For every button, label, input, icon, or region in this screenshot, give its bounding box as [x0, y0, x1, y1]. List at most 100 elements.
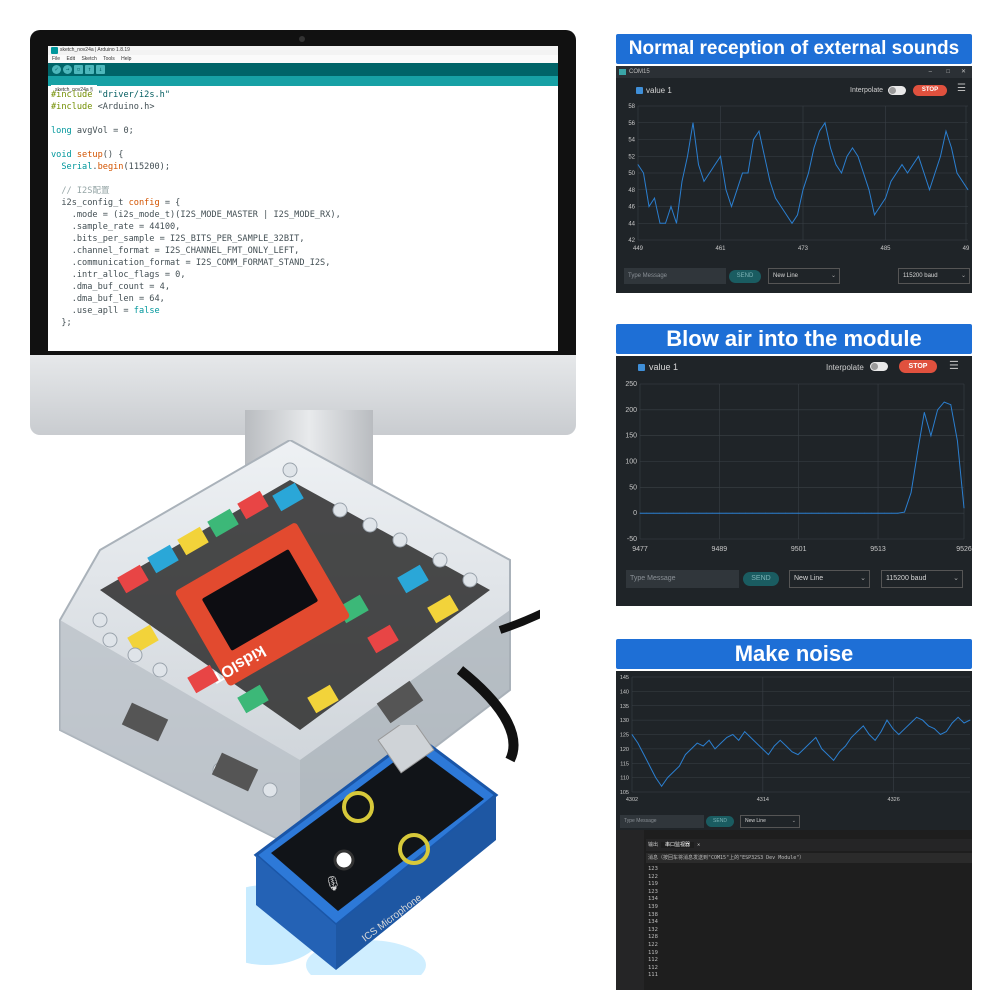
line-ending-select[interactable]: New Line⌄ — [789, 570, 870, 588]
stop-button[interactable]: STOP — [913, 85, 947, 96]
sketch-tab[interactable]: sketch_nov24a § — [51, 85, 97, 95]
code-line: i2s_config_t config = { — [51, 197, 558, 209]
interpolate-label: Interpolate — [826, 363, 864, 372]
code-line: }; — [51, 317, 558, 329]
x-tick-label: 485 — [880, 246, 891, 252]
data-point — [736, 189, 738, 191]
tab-output[interactable]: 输出 — [648, 842, 659, 848]
code-token: setup — [76, 150, 103, 160]
interpolate-toggle[interactable] — [888, 86, 906, 95]
new-icon[interactable]: ▫ — [74, 65, 83, 74]
data-point — [819, 130, 820, 132]
minimize-icon[interactable]: – — [928, 69, 932, 75]
interpolate-toggle[interactable] — [870, 362, 888, 371]
upload-icon[interactable]: → — [63, 65, 72, 74]
data-point — [771, 512, 773, 514]
code-token: () { — [102, 150, 124, 160]
data-point — [666, 512, 667, 514]
code-token: .bits_per_sample = I2S_BITS_PER_SAMPLE_3… — [51, 234, 305, 244]
rj11-port — [121, 702, 169, 742]
data-point — [712, 512, 714, 514]
data-point — [967, 189, 969, 191]
code-token: Serial — [61, 162, 93, 172]
save-icon[interactable]: ↓ — [96, 65, 105, 74]
data-point — [714, 748, 716, 750]
x-tick-label: 9513 — [870, 546, 886, 553]
data-point — [765, 512, 766, 514]
data-point — [929, 189, 930, 191]
code-token — [51, 138, 56, 148]
y-tick-label: -50 — [627, 536, 637, 543]
code-line: .dma_buf_count = 4, — [51, 281, 558, 293]
code-token: avgVol = 0; — [76, 126, 134, 136]
baud-select[interactable]: 115200 baud⌄ — [881, 570, 963, 588]
menu-icon[interactable]: ☰ — [957, 83, 966, 94]
rj11-connector — [377, 725, 435, 774]
send-button[interactable]: SEND — [729, 270, 761, 283]
data-point — [714, 164, 716, 165]
code-token: (115200); — [123, 162, 171, 172]
close-icon[interactable]: ✕ — [960, 69, 966, 75]
message-input[interactable]: Type Message — [624, 268, 726, 284]
data-point — [731, 206, 732, 207]
code-token: begin — [97, 162, 124, 172]
data-point — [910, 492, 912, 493]
data-point — [886, 719, 888, 721]
code-line: .communication_format = I2S_COMM_FORMAT_… — [51, 257, 558, 269]
data-point — [786, 214, 787, 216]
stop-button[interactable]: STOP — [899, 360, 937, 373]
serial-output-line: 112 — [648, 964, 658, 971]
open-icon[interactable]: ↑ — [85, 65, 94, 74]
message-input[interactable]: Type Message — [626, 570, 739, 588]
y-tick-label: 250 — [625, 381, 637, 388]
send-button[interactable]: SEND — [743, 572, 779, 586]
series-checkbox[interactable] — [638, 364, 645, 371]
ide-titlebar: sketch_nov24a | Arduino 1.8.19 — [48, 46, 558, 55]
ide-title: sketch_nov24a | Arduino 1.8.19 — [60, 47, 130, 53]
stud-ring — [398, 833, 430, 865]
ide-side-panel — [616, 830, 644, 990]
serial-input-hint[interactable]: 消息（按回车将消息发送到"COM15"上的"ESP32S3 Dev Module… — [646, 853, 972, 863]
menu-edit[interactable]: Edit — [66, 56, 76, 62]
x-tick-label: 9526 — [956, 546, 972, 553]
series-checkbox-label: value 1 — [649, 362, 679, 372]
x-tick-label: 9501 — [791, 546, 807, 553]
close-icon[interactable]: ✕ — [697, 842, 701, 848]
tab-serial-monitor[interactable]: 串口监视器 — [661, 842, 695, 848]
maximize-icon[interactable]: □ — [946, 69, 950, 75]
data-point — [744, 731, 746, 732]
serial-output-line: 111 — [648, 972, 658, 979]
data-point — [833, 760, 834, 761]
data-point — [851, 512, 852, 514]
code-editor[interactable]: #include "driver/i2s.h"#include <Arduino… — [48, 86, 558, 329]
line-ending-select[interactable]: New Line⌄ — [768, 268, 840, 284]
message-input[interactable]: Type Message — [620, 815, 704, 828]
menu-help[interactable]: Help — [121, 56, 132, 62]
data-point — [702, 745, 704, 747]
menu-icon[interactable]: ☰ — [949, 360, 959, 372]
menu-tools[interactable]: Tools — [103, 56, 115, 62]
line-ending-select[interactable]: New Line⌄ — [740, 815, 800, 828]
code-token: = { — [159, 198, 181, 208]
data-point — [811, 512, 813, 514]
chevron-down-icon: ⌄ — [953, 575, 959, 582]
data-point — [758, 512, 760, 514]
arduino-ide-window: sketch_nov24a | Arduino 1.8.19 File Edit… — [48, 46, 558, 351]
data-point — [661, 785, 662, 787]
menu-sketch[interactable]: Sketch — [81, 56, 97, 62]
serial-monitor-terminal: 输出 串口监视器 ✕ 消息（按回车将消息发送到"COM15"上的"ESP32S3… — [616, 830, 972, 990]
menu-file[interactable]: File — [52, 56, 61, 62]
series-checkbox[interactable] — [636, 87, 643, 94]
y-tick-label: 135 — [620, 704, 629, 710]
data-point — [649, 765, 651, 767]
baud-select[interactable]: 115200 baud⌄ — [898, 268, 970, 284]
verify-icon[interactable]: ✓ — [52, 65, 61, 74]
oled-display: kidsIOT — [175, 523, 350, 686]
data-point — [910, 722, 912, 724]
serial-output-line: 139 — [648, 903, 658, 910]
send-button[interactable]: SEND — [706, 816, 734, 827]
data-point — [778, 512, 780, 514]
data-point — [809, 742, 811, 744]
data-point — [679, 512, 681, 514]
